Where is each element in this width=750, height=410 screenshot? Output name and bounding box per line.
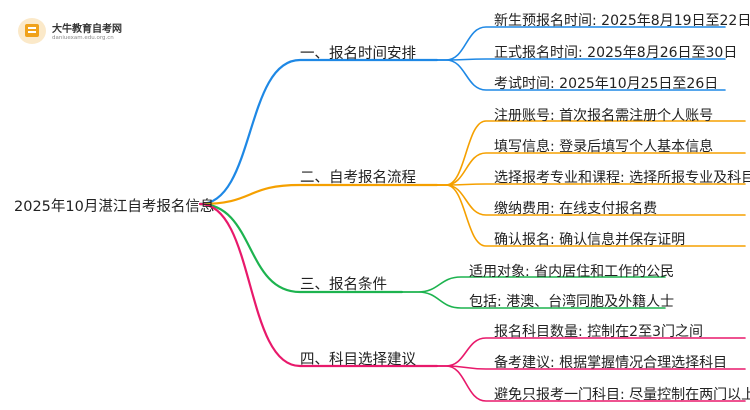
logo-name: 大牛教育自考网 (52, 24, 122, 35)
branch-registration-time: 一、报名时间安排 (300, 46, 416, 62)
branch-connector (198, 183, 439, 206)
branch-connector (198, 202, 439, 368)
leaf-confirm-registration: 确认报名: 确认信息并保存证明 (494, 232, 686, 248)
branch-connector (198, 202, 404, 294)
leaf-subject-count: 报名科目数量: 控制在2至3门之间 (494, 324, 703, 340)
root-topic: 2025年10月湛江自考报名信息 (14, 199, 215, 215)
leaf-connector (436, 365, 746, 402)
branch-connector (198, 58, 439, 206)
leaf-connector (436, 184, 746, 247)
leaf-connector (436, 59, 726, 91)
leaf-study-advice: 备考建议: 根据掌握情况合理选择科目 (494, 355, 728, 371)
site-logo: 大牛教育自考网 daniuexam.edu.org.cn (14, 14, 144, 50)
branch-registration-process: 二、自考报名流程 (300, 170, 416, 186)
leaf-fill-info: 填写信息: 登录后填写个人基本信息 (494, 139, 714, 155)
leaf-formal-registration-time: 正式报名时间: 2025年8月26日至30日 (494, 45, 738, 61)
branch-subject-advice: 四、科目选择建议 (300, 352, 416, 368)
leaf-eligible-persons: 适用对象: 省内居住和工作的公民 (469, 264, 675, 280)
leaf-choose-major: 选择报考专业和课程: 选择所报专业及科目 (494, 170, 750, 186)
leaf-register-account: 注册账号: 首次报名需注册个人账号 (494, 108, 714, 124)
leaf-pre-registration-time: 新生预报名时间: 2025年8月19日至22日 (494, 13, 750, 29)
branch-registration-conditions: 三、报名条件 (300, 277, 387, 293)
leaf-includes: 包括: 港澳、台湾同胞及外籍人士 (469, 294, 675, 310)
logo-url: daniuexam.edu.org.cn (52, 35, 114, 41)
leaf-pay-fee: 缴纳费用: 在线支付报名费 (494, 201, 658, 217)
leaf-exam-time: 考试时间: 2025年10月25日至26日 (494, 76, 719, 92)
leaf-avoid-single-subject: 避免只报考一门科目: 尽量控制在两门以上 (494, 387, 750, 403)
leaf-connector (401, 291, 666, 309)
book-icon (18, 18, 46, 44)
